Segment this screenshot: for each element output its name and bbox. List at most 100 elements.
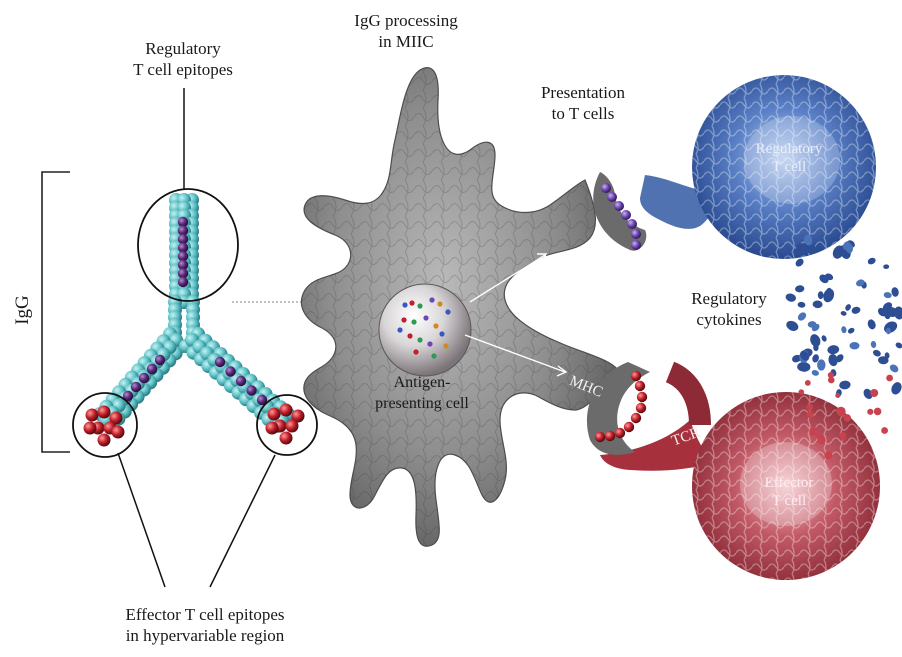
cytokine-particle — [870, 341, 876, 349]
cytokine-particle — [870, 389, 878, 397]
cytokine-particle — [850, 342, 860, 349]
regulatory-epitope-bead — [178, 277, 188, 287]
peptide-fragment — [437, 301, 442, 306]
cytokine-particle — [827, 344, 840, 355]
cytokine-particle — [808, 333, 822, 349]
peptide-fragment — [409, 300, 414, 305]
effector-peptide-bead — [631, 413, 641, 423]
effector-peptide-bead — [631, 371, 641, 381]
effector-region-bead — [139, 373, 149, 383]
regulatory-peptide-bead — [631, 240, 641, 250]
cytokine-particle — [797, 362, 811, 373]
cytokine-particle — [817, 359, 825, 370]
cytokine-particle — [844, 303, 852, 312]
effector-region-bead — [215, 357, 225, 367]
cytokine-particle — [883, 292, 892, 299]
regulatory-peptide-bead — [631, 229, 641, 239]
cytokine-particle — [841, 326, 847, 334]
cytokine-particle — [895, 341, 902, 349]
effector-epitope-bead — [286, 420, 299, 433]
cytokine-particle — [883, 264, 889, 269]
igg-processing-label: IgG processing in MIIC — [326, 10, 486, 52]
effector-region-bead — [225, 366, 235, 376]
effector-peptide-bead — [635, 381, 645, 391]
regulatory-peptide-bead — [627, 219, 637, 229]
cytokine-particle — [794, 257, 805, 268]
peptide-fragment — [411, 319, 416, 324]
regulatory-epitopes-label: Regulatory T cell epitopes — [103, 38, 263, 80]
cytokine-particle — [811, 369, 820, 376]
peptide-fragment — [433, 323, 438, 328]
cytokine-particle — [867, 409, 873, 415]
cytokine-particle — [828, 353, 839, 367]
effector-epitopes-label: Effector T cell epitopes in hypervariabl… — [55, 604, 355, 646]
effector-epitope-bead — [98, 434, 111, 447]
cytokine-particle — [889, 380, 902, 396]
peptide-fragment — [431, 353, 436, 358]
igg-antibody — [84, 193, 305, 447]
cytokine-particle — [851, 306, 862, 315]
cytokine-particle — [799, 389, 805, 395]
regulatory-cytokines-label: Regulatory cytokines — [654, 288, 804, 330]
cytokine-particle — [821, 335, 828, 343]
effector-t-cell-label: Effector T cell — [734, 474, 844, 510]
peptide-fragment — [429, 297, 434, 302]
regulatory-peptide-bead — [621, 210, 631, 220]
cytokine-particle — [821, 287, 836, 304]
cytokine-particle — [882, 319, 899, 335]
peptide-fragment — [443, 343, 448, 348]
peptide-fragment — [407, 333, 412, 338]
cytokine-particle — [840, 432, 847, 439]
cytokine-particle — [886, 375, 893, 382]
cytokine-particle — [881, 427, 888, 434]
cytokine-particle — [805, 380, 811, 386]
effector-region-bead — [147, 364, 157, 374]
peptide-fragment — [417, 337, 422, 342]
cytokine-particle — [872, 349, 882, 358]
effector-epitope-bead — [86, 409, 99, 422]
regulatory-t-cell-label: Regulatory T cell — [734, 140, 844, 176]
effector-region-bead — [246, 385, 256, 395]
cytokine-particle — [828, 377, 835, 384]
peptide-fragment — [439, 331, 444, 336]
effector-peptide-bead — [624, 422, 634, 432]
peptide-fragment — [397, 327, 402, 332]
peptide-fragment — [413, 349, 418, 354]
regulatory-peptide-bead — [607, 192, 617, 202]
effector-region-bead — [131, 382, 141, 392]
antigen-presenting-cell — [301, 68, 618, 547]
effector-epitope-bead — [98, 406, 111, 419]
cytokine-particle — [835, 393, 840, 398]
peptide-fragment — [417, 303, 422, 308]
effector-epitope-bead — [280, 432, 293, 445]
regulatory-peptide-bead — [601, 183, 611, 193]
cytokine-particle — [874, 408, 882, 416]
peptide-fragment — [401, 317, 406, 322]
peptide-fragment — [402, 302, 407, 307]
apc-label: Antigen- presenting cell — [352, 372, 492, 414]
effector-peptide-bead — [636, 403, 646, 413]
presentation-label: Presentation to T cells — [508, 82, 658, 124]
effector-epitope-bead — [280, 404, 293, 417]
effector-epitope-bead — [112, 426, 125, 439]
effector-epitope-bead — [84, 422, 97, 435]
effector-region-bead — [236, 376, 246, 386]
effector-peptide-bead — [605, 431, 615, 441]
miic-compartment — [379, 284, 471, 376]
regulatory-peptide-bead — [614, 201, 624, 211]
cytokine-particle — [812, 300, 823, 308]
cytokine-particle — [888, 363, 900, 374]
mhc-upper — [593, 172, 646, 251]
effector-peptide-bead — [637, 392, 647, 402]
cytokine-particle — [806, 404, 813, 411]
cytokine-particle — [843, 414, 851, 422]
cytokine-particle — [839, 380, 851, 390]
peptide-fragment — [423, 315, 428, 320]
cytokine-particle — [840, 310, 847, 316]
effector-peptide-bead — [595, 432, 605, 442]
cytokine-particle — [847, 327, 856, 335]
cytokine-particle — [807, 411, 814, 418]
effector-peptide-bead — [615, 428, 625, 438]
cytokine-particle — [816, 433, 822, 439]
